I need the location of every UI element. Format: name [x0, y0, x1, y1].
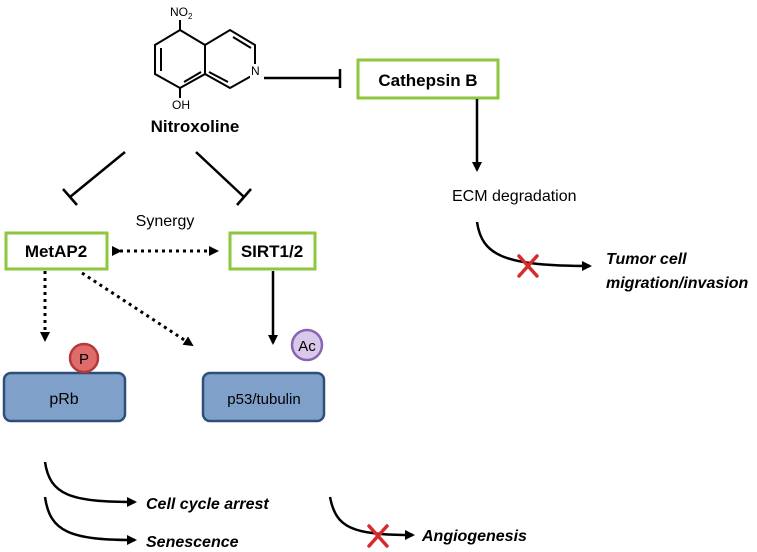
nitroxoline-structure [154, 20, 256, 98]
acetyl-label: Ac [298, 338, 316, 355]
ecm-degradation-label: ECM degradation [452, 188, 577, 205]
inhibit-metap2-bar [62, 188, 78, 206]
angiogenesis-label: Angiogenesis [421, 528, 527, 545]
arrow-cell-cycle [43, 461, 137, 507]
senescence-label: Senescence [146, 534, 239, 551]
prb-protein [2, 371, 127, 423]
ring-nitrogen-label: N [251, 64, 260, 78]
angiogenesis-block-x-icon [367, 524, 389, 548]
metap2-box [4, 231, 109, 271]
prb-label: pRb [49, 391, 78, 408]
arrow-ecm-tumor [475, 221, 592, 271]
metap2-label: MetAP2 [25, 242, 87, 261]
sirt-label: SIRT1/2 [241, 242, 303, 261]
cathepsin-b-box [356, 58, 500, 100]
cell-cycle-arrest-label: Cell cycle arrest [146, 496, 269, 513]
n-label-bg [250, 64, 262, 78]
acetyl-badge [290, 328, 324, 362]
drug-name: Nitroxoline [151, 117, 240, 136]
arrow-senescence [43, 496, 137, 545]
inhibit-sirt-bar [236, 188, 252, 206]
synergy-label: Synergy [136, 213, 195, 230]
cathepsin-b-label: Cathepsin B [378, 71, 477, 90]
oh-label: OH [172, 98, 190, 112]
arrow-angiogenesis [328, 496, 415, 540]
sirt-box [228, 231, 317, 271]
inhibit-metap2-line [69, 151, 126, 198]
migration-invasion-label: migration/invasion [606, 275, 748, 292]
phosphate-label: P [79, 351, 89, 368]
block-x-icon [517, 254, 539, 278]
p53-tubulin-protein [201, 371, 326, 423]
arrow-metap2-p53 [81, 271, 194, 347]
phosphate-badge [68, 342, 100, 374]
inhibit-sirt-line [195, 151, 245, 198]
no2-label: NO2 [170, 5, 193, 21]
tumor-cell-label: Tumor cell [606, 251, 687, 268]
p53-tubulin-label: p53/tubulin [227, 391, 300, 408]
